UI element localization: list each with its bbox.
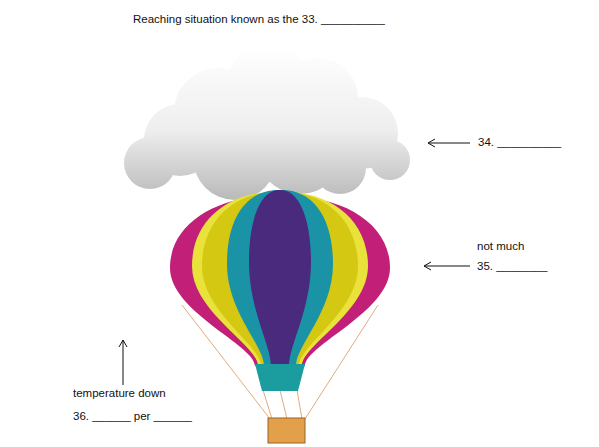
note: not much <box>477 240 524 254</box>
balloon-envelope <box>170 190 390 391</box>
cloud <box>124 44 410 200</box>
callout-number: 34. __________ <box>478 136 561 150</box>
question-heading: Reaching situation known as the 33. ____… <box>133 13 385 27</box>
callout-number: 35. ________ <box>477 260 547 274</box>
leader-arrows <box>119 139 470 385</box>
callout-number: 36. ______ per ______ <box>73 410 192 424</box>
note: temperature down <box>73 387 166 401</box>
balloon-basket <box>268 418 305 443</box>
